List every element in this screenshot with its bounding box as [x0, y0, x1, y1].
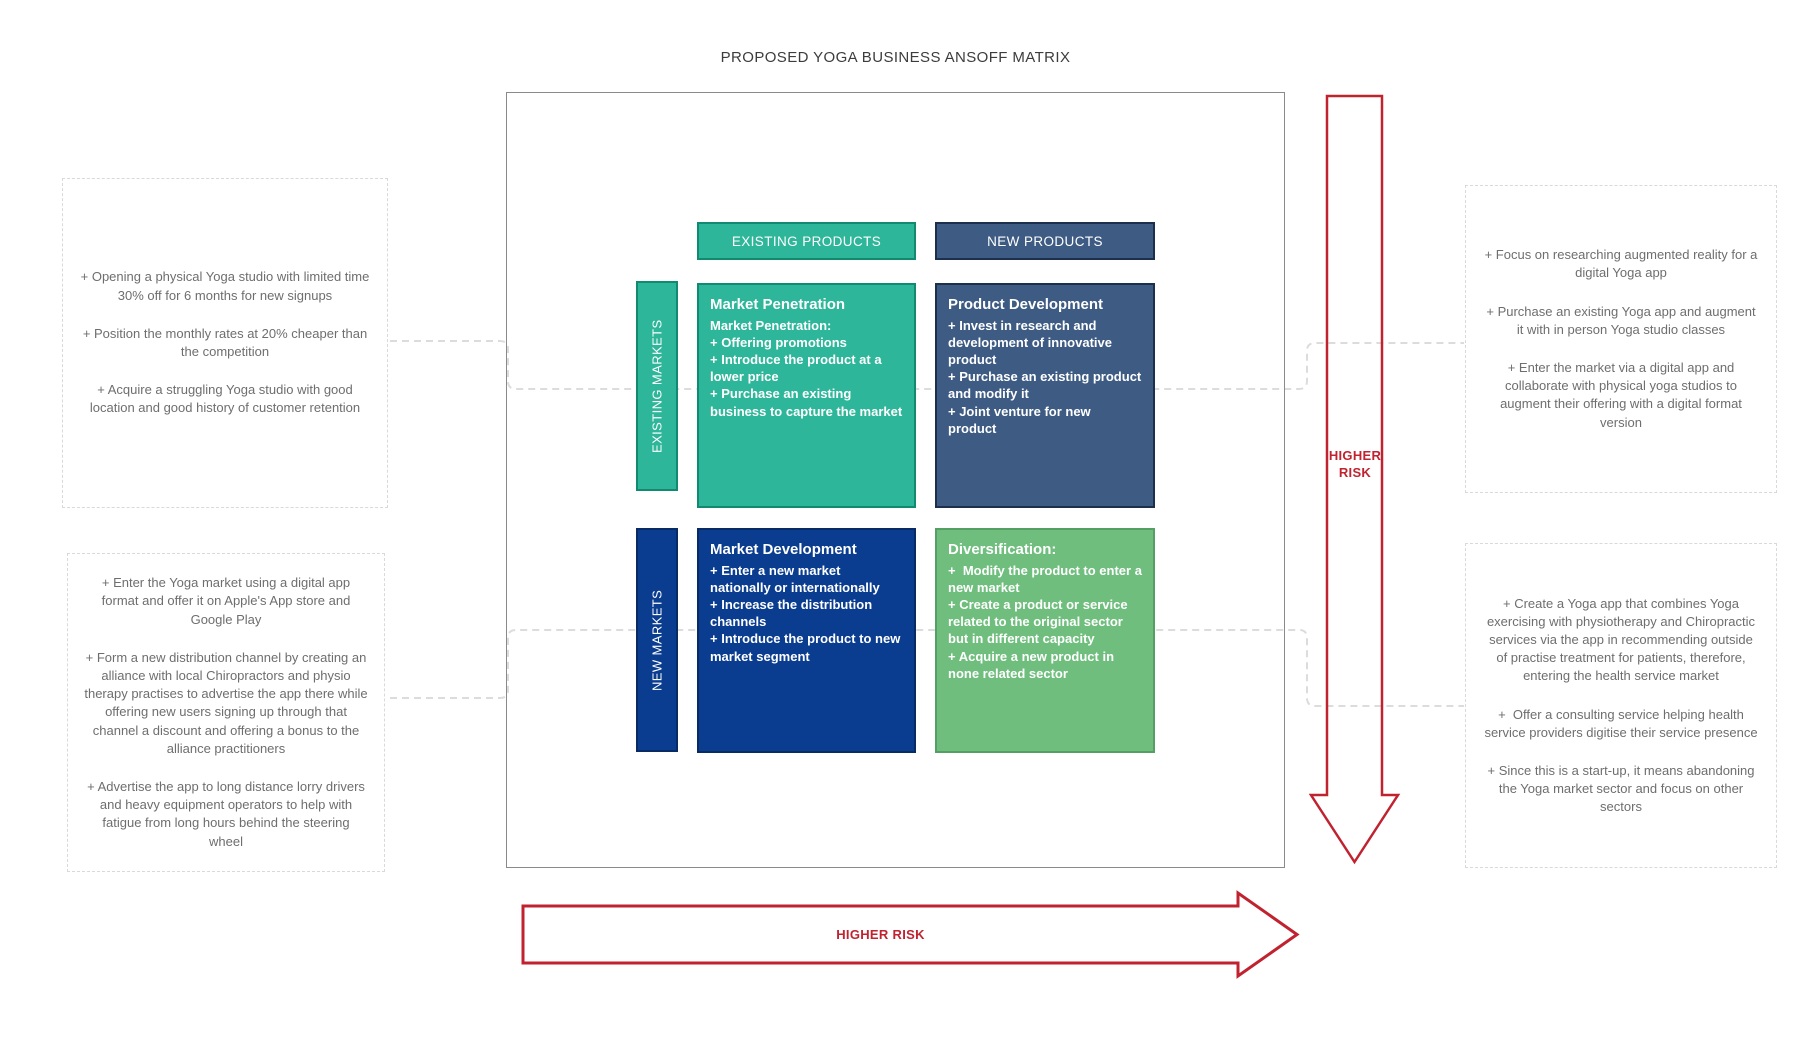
column-header-label: EXISTING PRODUCTS	[731, 233, 882, 249]
quadrant-title: Product Development	[948, 296, 1104, 313]
horizontal-risk-arrow-label-text: HIGHER RISK	[836, 927, 925, 942]
quadrant-line: + Offering promotions	[710, 334, 847, 350]
annotation-paragraph: + Enter the Yoga market using a digital …	[101, 575, 354, 627]
quadrant-line: + Introduce the product to new market se…	[710, 631, 904, 664]
horizontal-risk-arrow	[521, 890, 1300, 979]
quadrant-title: Diversification:	[948, 541, 1057, 558]
quadrant-line: + Modify the product to enter a new mark…	[948, 562, 1146, 595]
annotation-box-product-development: + Focus on researching augmented reality…	[1465, 185, 1777, 493]
vertical-risk-arrow-label: HIGHER RISK	[1328, 448, 1382, 480]
quadrant-title: Market Development	[710, 541, 857, 558]
column-header-label: NEW PRODUCTS	[987, 233, 1103, 249]
annotation-paragraph: + Focus on researching augmented reality…	[1484, 247, 1762, 281]
annotation-box-market-penetration: + Opening a physical Yoga studio with li…	[62, 178, 388, 508]
column-header-existing-products: EXISTING PRODUCTS	[697, 222, 916, 260]
quadrant-market-penetration: Market Penetration Market Penetration: +…	[697, 283, 916, 508]
quadrant-line: Market Penetration:	[710, 317, 832, 333]
quadrant-product-development: Product Development + Invest in research…	[935, 283, 1155, 508]
quadrant-line: + Create a product or service related to…	[948, 597, 1132, 647]
annotation-paragraph: + Create a Yoga app that combines Yoga e…	[1486, 595, 1759, 684]
quadrant-line: + Purchase an existing business to captu…	[710, 386, 903, 419]
quadrant-line: + Introduce the product at a lower price	[710, 352, 886, 385]
quadrant-line: + Purchase an existing product and modif…	[948, 369, 1145, 402]
annotation-paragraph: + Position the monthly rates at 20% chea…	[82, 325, 371, 359]
quadrant-line: + Acquire a new product in none related …	[948, 648, 1118, 681]
matrix-frame	[506, 92, 1285, 868]
quadrant-diversification: Diversification: + Modify the product to…	[935, 528, 1155, 753]
annotation-paragraph: + Offer a consulting service helping hea…	[1484, 706, 1758, 740]
annotation-box-market-development: + Enter the Yoga market using a digital …	[67, 553, 385, 872]
column-header-new-products: NEW PRODUCTS	[935, 222, 1155, 260]
vertical-risk-arrow	[1308, 94, 1401, 865]
annotation-paragraph: + Advertise the app to long distance lor…	[87, 778, 369, 849]
annotation-paragraph: + Form a new distribution channel by cre…	[84, 649, 372, 756]
annotation-box-diversification: + Create a Yoga app that combines Yoga e…	[1465, 543, 1777, 868]
annotation-paragraph: + Enter the market via a digital app and…	[1500, 360, 1746, 430]
annotation-paragraph: + Acquire a struggling Yoga studio with …	[89, 382, 361, 416]
annotation-paragraph: + Opening a physical Yoga studio with li…	[80, 269, 373, 303]
page-title: PROPOSED YOGA BUSINESS ANSOFF MATRIX	[720, 49, 1071, 66]
annotation-paragraph: + Since this is a start-up, it means aba…	[1487, 762, 1759, 815]
quadrant-line: + Enter a new market nationally or inter…	[710, 562, 880, 595]
quadrant-line: + Invest in research and development of …	[948, 317, 1116, 368]
quadrant-line: + Joint venture for new product	[948, 403, 1095, 436]
annotation-paragraph: + Purchase an existing Yoga app and augm…	[1486, 303, 1760, 337]
quadrant-line: + Increase the distribution channels	[710, 597, 876, 630]
horizontal-risk-arrow-label: HIGHER RISK	[523, 906, 1238, 963]
quadrant-title: Market Penetration	[710, 296, 846, 313]
quadrant-market-development: Market Development + Enter a new market …	[697, 528, 916, 753]
